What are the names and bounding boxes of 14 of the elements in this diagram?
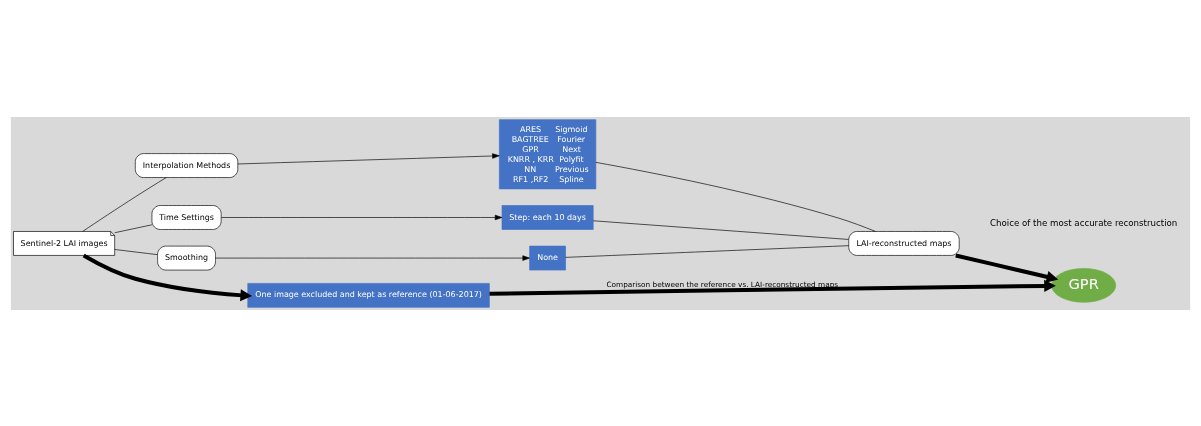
connector <box>114 248 158 255</box>
arrow <box>489 279 1056 296</box>
connector <box>114 223 153 233</box>
connector <box>595 161 876 232</box>
arrow <box>82 253 253 301</box>
arrow <box>955 253 1059 283</box>
connector <box>565 244 850 258</box>
arrow <box>237 152 500 164</box>
node-ellipse: GPR <box>1051 267 1117 303</box>
connector <box>82 176 167 232</box>
connector <box>592 219 849 240</box>
arrow <box>215 254 530 261</box>
arrow <box>221 214 503 220</box>
label: Choice of the most accurate reconstruction <box>989 217 1178 228</box>
